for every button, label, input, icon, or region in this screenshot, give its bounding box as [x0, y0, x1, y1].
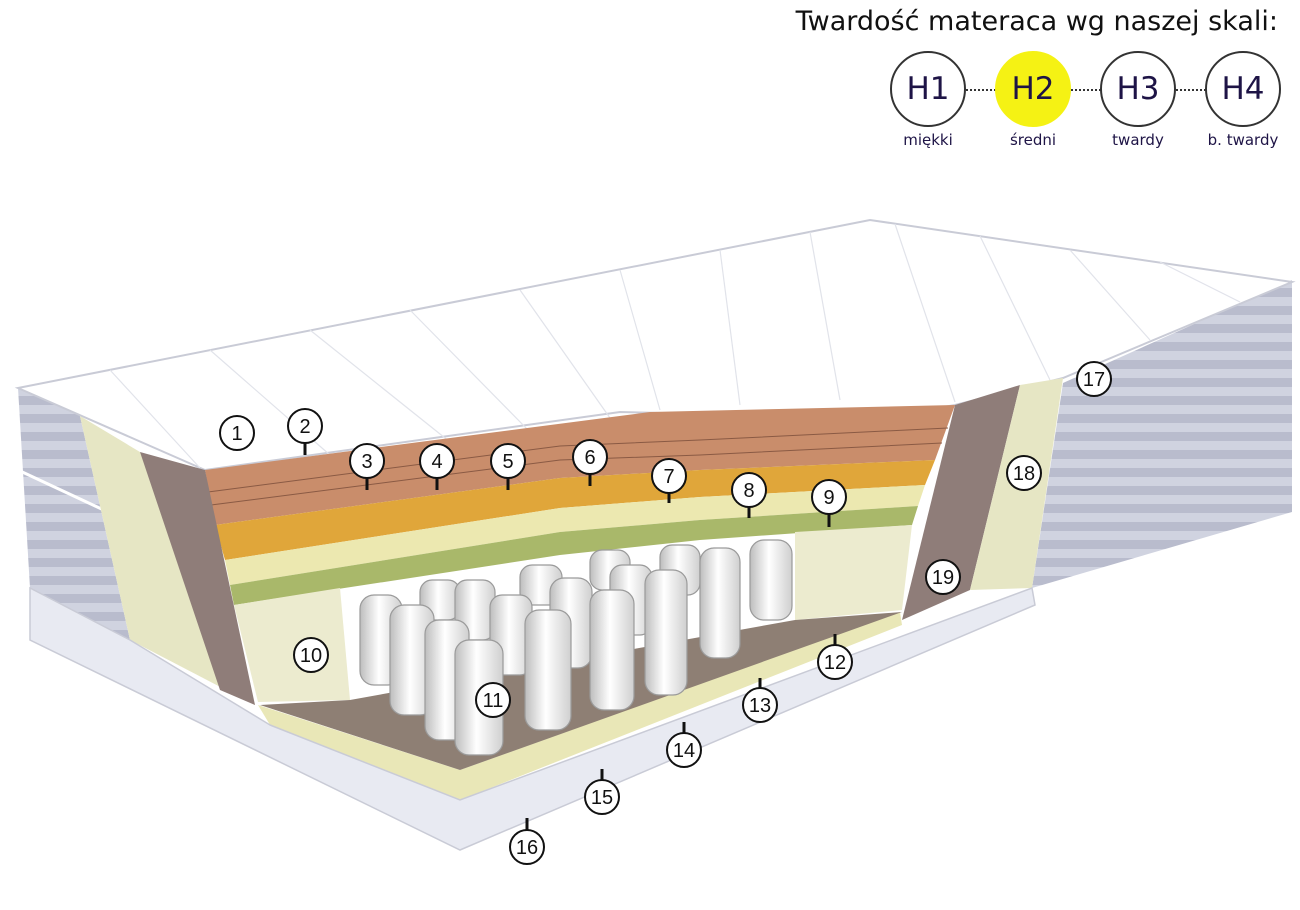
marker-4: 4	[419, 443, 455, 490]
svg-text:11: 11	[483, 690, 504, 712]
svg-text:8: 8	[743, 480, 754, 502]
layer-markers: 1 2 3 4 5 6 7 8 9 10 11 12 13 14 15 16 1…	[219, 361, 1112, 865]
firmness-h2-label: średni	[1009, 131, 1057, 149]
marker-2: 2	[287, 408, 323, 455]
firmness-h2-circle: H2	[995, 51, 1071, 127]
svg-text:9: 9	[823, 487, 834, 509]
marker-14: 14	[666, 722, 702, 768]
svg-text:18: 18	[1013, 463, 1035, 485]
svg-text:5: 5	[502, 451, 513, 473]
right-side-panel	[1032, 280, 1292, 588]
svg-text:2: 2	[299, 416, 310, 438]
svg-text:1: 1	[231, 423, 242, 445]
svg-text:3: 3	[361, 451, 372, 473]
svg-text:17: 17	[1083, 369, 1105, 391]
firmness-h4-label: b. twardy	[1207, 131, 1279, 149]
marker-8: 8	[731, 472, 767, 518]
svg-text:13: 13	[749, 695, 771, 717]
marker-18: 18	[1006, 455, 1042, 491]
marker-5: 5	[490, 443, 526, 490]
marker-12: 12	[817, 634, 853, 680]
marker-10: 10	[293, 637, 329, 673]
marker-13: 13	[742, 678, 778, 723]
marker-1: 1	[219, 415, 255, 451]
firmness-h4-circle: H4	[1205, 51, 1281, 127]
marker-19: 19	[925, 559, 961, 595]
svg-text:16: 16	[516, 837, 538, 859]
marker-9: 9	[811, 479, 847, 527]
pocket-springs	[359, 539, 793, 756]
svg-text:6: 6	[584, 447, 595, 469]
svg-text:15: 15	[591, 787, 613, 809]
firmness-h4: H4 b. twardy	[1205, 51, 1281, 149]
marker-16: 16	[509, 818, 545, 865]
marker-11: 11	[475, 682, 511, 718]
svg-text:14: 14	[673, 740, 695, 762]
marker-3: 3	[349, 443, 385, 490]
firmness-h1-label: miękki	[903, 131, 953, 149]
marker-6: 6	[572, 439, 608, 486]
marker-7: 7	[651, 458, 687, 503]
svg-text:4: 4	[431, 451, 442, 473]
marker-15: 15	[584, 769, 620, 815]
firmness-h3-label: twardy	[1112, 131, 1164, 149]
svg-text:7: 7	[663, 466, 674, 488]
svg-text:19: 19	[932, 567, 954, 589]
scale-connector	[1176, 89, 1206, 91]
firmness-h1: H1 miękki	[890, 51, 966, 149]
base-layers	[29, 586, 1036, 851]
firmness-h3-circle: H3	[1100, 51, 1176, 127]
firmness-h3: H3 twardy	[1100, 51, 1176, 149]
svg-text:12: 12	[824, 652, 846, 674]
scale-connector	[966, 89, 996, 91]
firmness-h2: H2 średni	[995, 51, 1071, 149]
scale-connector	[1071, 89, 1101, 91]
firmness-scale-title: Twardość materaca wg naszej skali:	[795, 6, 1278, 37]
svg-text:10: 10	[300, 645, 322, 667]
marker-17: 17	[1076, 361, 1112, 397]
firmness-h1-circle: H1	[890, 51, 966, 127]
